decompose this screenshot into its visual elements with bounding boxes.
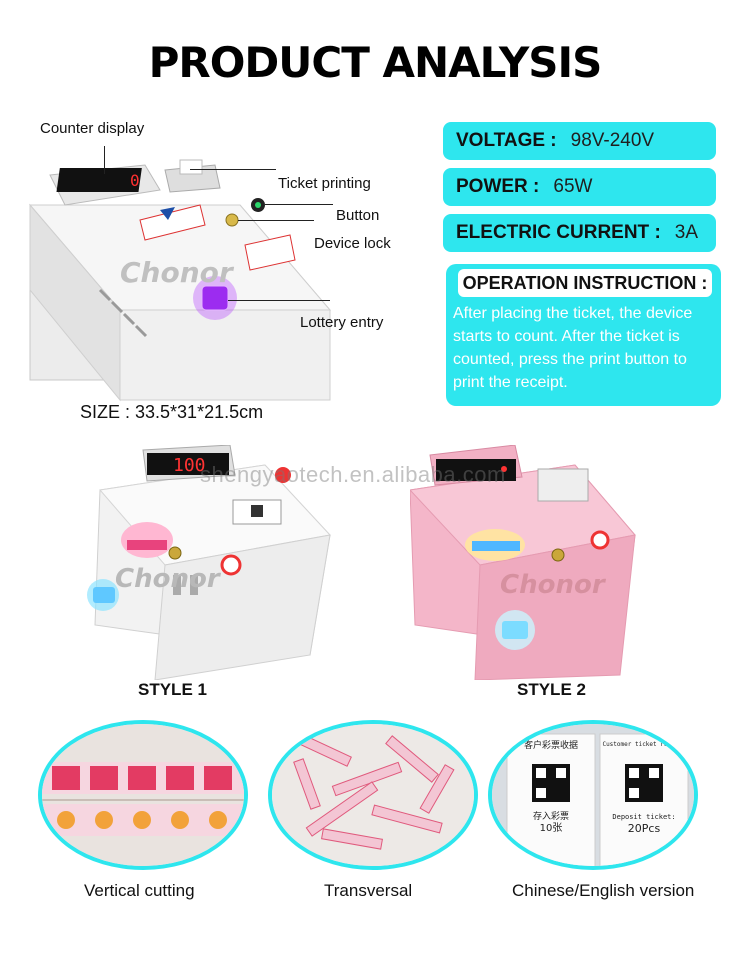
chinese-english-label: Chinese/English version [512, 881, 695, 900]
spec-power: POWER : 65W [443, 168, 716, 206]
leader-line [190, 169, 276, 170]
brand-logo: Chonor [500, 570, 607, 600]
receipt-en-title: Customer ticket receipt [602, 741, 685, 748]
callout-device-lock: Device lock [314, 235, 391, 252]
spec-current: ELECTRIC CURRENT : 3A [443, 214, 716, 252]
receipt-cn-count: 10张 [540, 822, 563, 834]
transversal-label: Transversal [324, 881, 413, 900]
machine-illustration: 0 Chonor Counter display Ticket printing… [0, 110, 440, 430]
size-label: SIZE : 33.5*31*21.5cm [80, 402, 264, 422]
callout-lottery-entry: Lottery entry [300, 314, 384, 331]
spec-value: 3A [674, 222, 699, 243]
spec-voltage: VOLTAGE : 98V-240V [443, 122, 716, 160]
brand-logo: Chonor [115, 564, 222, 594]
leader-line [238, 220, 314, 221]
spec-key: POWER : [456, 176, 540, 197]
leader-line [265, 204, 333, 205]
leader-line [228, 300, 330, 301]
machine-diagram: 0 Chonor [28, 159, 332, 402]
spec-value: 98V-240V [570, 130, 655, 151]
counter-readout: 100 [173, 455, 206, 476]
brand-logo: Chonor [120, 256, 235, 289]
operation-text: After placing the ticket, the device sta… [453, 305, 693, 391]
spec-value: 65W [553, 176, 593, 197]
callout-button: Button [336, 207, 380, 224]
style-2-label: STYLE 2 [517, 680, 586, 699]
style-1-photo: 100 Chonor [55, 444, 385, 681]
svg-text:0: 0 [130, 171, 140, 190]
watermark: shengyaotech.en.alibaba.com [200, 462, 506, 487]
vertical-cutting-circle [38, 720, 248, 870]
receipt-cn-title: 客户彩票收据 [524, 739, 578, 751]
receipt-en-deposit: Deposit ticket: [612, 813, 675, 821]
style-2-photo: Chonor [408, 444, 740, 681]
transversal-circle [268, 720, 478, 870]
receipt-versions-circle: 客户彩票收据 Customer ticket receipt 存入彩票 10张 … [488, 720, 698, 870]
vertical-cutting-label: Vertical cutting [84, 881, 195, 900]
receipt-cn-deposit: 存入彩票 [533, 810, 569, 822]
leader-line [104, 146, 105, 174]
callout-counter-display: Counter display [40, 120, 145, 137]
spec-key: VOLTAGE : [456, 130, 557, 151]
operation-title: OPERATION INSTRUCTION : [458, 269, 712, 297]
receipt-en-count: 20Pcs [628, 822, 661, 835]
callout-ticket-printing: Ticket printing [278, 175, 371, 192]
page-title: PRODUCT ANALYSIS [148, 38, 603, 87]
operation-instruction-box: OPERATION INSTRUCTION : After placing th… [446, 264, 721, 406]
spec-key: ELECTRIC CURRENT : [456, 222, 661, 243]
style-1-label: STYLE 1 [138, 680, 207, 699]
